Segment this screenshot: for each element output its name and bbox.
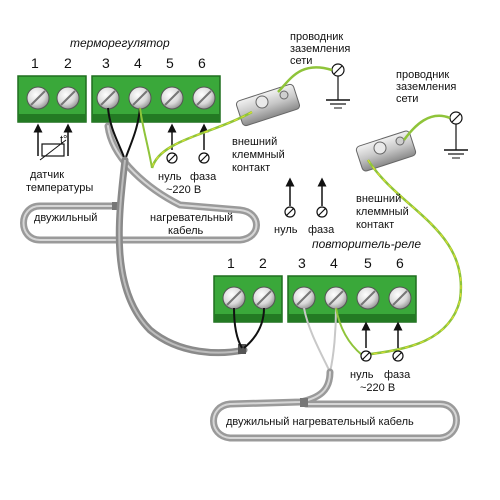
- relay-output-wires: [303, 307, 363, 373]
- external-contact-top-label-2: клеммный: [232, 149, 285, 161]
- sensor-label-line1: датчик: [30, 169, 64, 181]
- ground-wire-top-net: [277, 66, 333, 93]
- relay-cable-label: двужильный нагревательный кабель: [226, 416, 414, 428]
- relay-terminal-block-b: [287, 275, 417, 323]
- ground-symbol-top: [326, 63, 350, 109]
- relay-title: повторитель-реле: [312, 237, 421, 251]
- terminal-number: 4: [134, 55, 142, 71]
- middle-neutral-label: нуль: [274, 224, 298, 236]
- ground-wire-right-cable: [361, 159, 463, 357]
- external-contact-top-label-3: контакт: [232, 162, 270, 174]
- svg-text:t°: t°: [60, 134, 67, 146]
- thermostat-terminal-wires: [107, 107, 153, 169]
- thermostat-voltage-label: ~220 В: [166, 184, 201, 196]
- relay-input-wires: [233, 307, 265, 349]
- relay-terminal-numbers: 1 2 3 4 5 6: [227, 255, 404, 271]
- heating-cable-label-2: кабель: [168, 225, 204, 237]
- sensor-arrows: [33, 123, 73, 156]
- middle-phase-label: фаза: [308, 224, 335, 236]
- sensor-label-line2: температуры: [26, 182, 93, 194]
- external-contact-right-label-1: внешний: [356, 193, 401, 205]
- heating-cable-label-1: нагревательный: [150, 212, 233, 224]
- relay-terminal-block-a: [213, 275, 283, 323]
- terminal-number: 2: [259, 255, 267, 271]
- terminal-number: 1: [227, 255, 235, 271]
- ground-symbol-right: [444, 111, 468, 159]
- ground-right-label-2: заземления: [396, 81, 456, 93]
- thermostat-title: терморегулятор: [70, 36, 170, 50]
- external-contact-right-label-3: контакт: [356, 219, 394, 231]
- ground-clamp-right: [355, 130, 417, 172]
- terminal-number: 3: [298, 255, 306, 271]
- terminal-number: 2: [64, 55, 72, 71]
- top-heating-cable: [20, 122, 260, 244]
- relay-phase-label: фаза: [384, 369, 411, 381]
- terminal-number: 6: [198, 55, 206, 71]
- ground-right-label-1: проводник: [396, 69, 449, 81]
- thermostat-terminal-block-a: [17, 75, 87, 123]
- terminal-number: 4: [330, 255, 338, 271]
- thermostat-terminal-numbers: 1 2 3 4 5 6: [31, 55, 206, 71]
- terminal-number: 1: [31, 55, 39, 71]
- terminal-number: 3: [102, 55, 110, 71]
- ground-wire-right-net: [402, 114, 451, 141]
- ground-top-label-2: заземления: [290, 43, 350, 55]
- terminal-number: 5: [166, 55, 174, 71]
- external-contact-right-label-2: клеммный: [356, 206, 409, 218]
- external-contact-top-label-1: внешний: [232, 136, 277, 148]
- relay-neutral-label: нуль: [350, 369, 374, 381]
- relay-supply-arrows: [360, 321, 404, 362]
- thermostat-neutral-label: нуль: [158, 171, 182, 183]
- ground-clamp-top: [235, 83, 301, 127]
- bottom-heating-cable: [210, 368, 460, 442]
- thermistor-symbol: t°: [39, 134, 67, 161]
- thermostat-phase-label: фаза: [190, 171, 217, 183]
- ground-top-label-1: проводник: [290, 31, 343, 43]
- ground-top-label-3: сети: [290, 55, 312, 67]
- ground-right-label-3: сети: [396, 93, 418, 105]
- middle-supply-arrows: [284, 177, 328, 218]
- terminal-number: 5: [364, 255, 372, 271]
- relay-voltage-label: ~220 В: [360, 382, 395, 394]
- thermostat-terminal-block-b: [91, 75, 221, 123]
- twin-cable-label: двужильный: [34, 212, 97, 224]
- terminal-number: 6: [396, 255, 404, 271]
